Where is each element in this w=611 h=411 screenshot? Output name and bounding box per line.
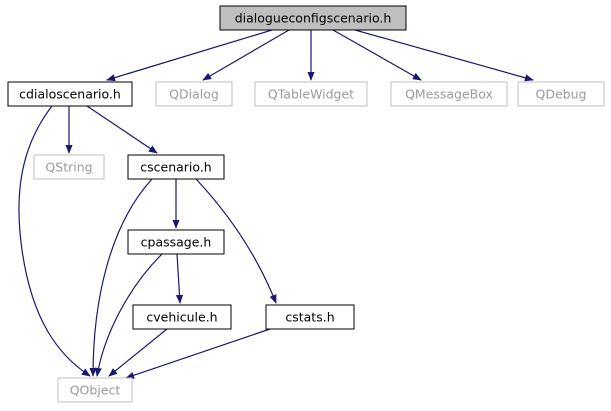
node-qobject: QObject [57,377,133,403]
node-box [390,81,508,107]
node-box [33,154,105,180]
edge-cvehicule-to-qobject [108,328,168,377]
node-label: dialogueconfigscenario.h [235,11,392,26]
node-box [57,377,133,403]
edge-dialogueconfigscenario-to-cdialoscenario [106,29,273,82]
nodes-layer: dialogueconfigscenario.h cdialoscenario.h… [7,5,605,403]
edge-cscenario-to-qobject [89,178,153,377]
node-cdialoscenario[interactable]: cdialoscenario.h [7,81,133,107]
node-qdialog: QDialog [155,81,233,107]
node-label: cstats.h [285,310,334,325]
node-qmessagebox: QMessageBox [390,81,508,107]
node-label: QDebug [536,87,587,102]
edge-cdialoscenario-to-qobject [18,105,91,377]
node-cvehicule[interactable]: cvehicule.h [132,304,232,330]
node-box [254,81,368,107]
node-box [7,81,133,107]
edge-cstats-to-qobject [125,328,271,379]
edge-dialogueconfigscenario-to-qmessagebox [332,29,422,81]
node-label: QMessageBox [405,87,493,102]
edge-cdialoscenario-to-cscenario [86,105,158,154]
node-label: cdialoscenario.h [19,87,121,102]
edges-layer [18,29,534,379]
node-cstats[interactable]: cstats.h [265,304,355,330]
node-label: cscenario.h [140,160,211,175]
node-label: QString [45,160,92,175]
node-box [127,154,225,180]
node-cscenario[interactable]: cscenario.h [127,154,225,180]
node-dialogueconfigscenario[interactable]: dialogueconfigscenario.h [219,5,407,31]
node-label: QDialog [169,87,219,102]
node-box [155,81,233,107]
node-qtablewidget: QTableWidget [254,81,368,107]
edge-cpassage-to-cvehicule [175,253,184,304]
node-label: cpassage.h [141,235,212,250]
node-box [127,229,225,255]
node-cpassage[interactable]: cpassage.h [127,229,225,255]
node-label: cvehicule.h [146,310,217,325]
node-label: QTableWidget [268,87,354,102]
node-box [517,81,605,107]
edge-cpassage-to-qobject [94,253,163,377]
edge-cscenario-to-cstats [195,178,277,304]
node-box [219,5,407,31]
node-qstring: QString [33,154,105,180]
edge-dialogueconfigscenario-to-qdialog [202,29,290,81]
edge-dialogueconfigscenario-to-qdebug [354,29,534,82]
node-box [132,304,232,330]
node-label: QObject [70,383,121,398]
node-qdebug: QDebug [517,81,605,107]
node-box [265,304,355,330]
